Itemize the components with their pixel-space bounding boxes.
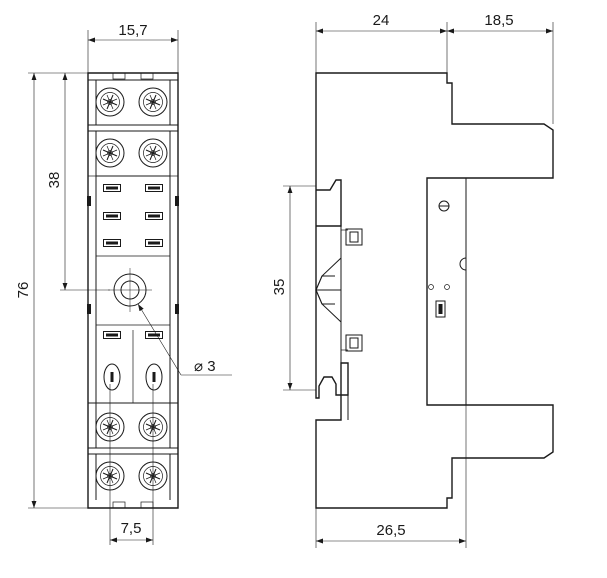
contact-slot-icon (103, 184, 121, 192)
front-view: 15,7 76 38 7,5 ⌀ 3 (15, 22, 232, 545)
indicator-slot-icon (435, 300, 446, 318)
screw-icon (95, 87, 125, 117)
side-view: 24 18,5 35 26,5 (271, 12, 554, 548)
rail-label: 35 (271, 279, 288, 296)
total-height-label: 76 (15, 282, 32, 299)
dimension-pitch: 7,5 (109, 384, 154, 545)
width-label: 15,7 (118, 22, 147, 39)
dimension-width: 15,7 (87, 22, 179, 73)
contact-slot-icon (103, 239, 121, 247)
extra-depth-label: 18,5 (484, 12, 513, 29)
coil-pin-icon (145, 363, 163, 391)
pitch-label: 7,5 (121, 520, 142, 537)
upper-height-label: 38 (46, 172, 63, 189)
hole-diameter-leader: ⌀ 3 (137, 303, 232, 376)
mounting-hole-icon (108, 268, 152, 312)
contact-slot-icon (145, 331, 163, 339)
contact-slot-icon (103, 331, 121, 339)
dimension-depth: 24 (315, 12, 448, 73)
socket-front-outline (87, 72, 179, 509)
coil-pin-icon (103, 363, 121, 391)
screw-head-icon (438, 200, 450, 212)
dimension-upper-height: 38 (46, 73, 110, 291)
contact-slot-icon (145, 184, 163, 192)
dimension-total-height: 76 (15, 72, 88, 509)
screw-icon (138, 87, 168, 117)
contact-slot-icon (145, 239, 163, 247)
dimension-rail: 35 (271, 185, 316, 391)
screw-icon (95, 138, 125, 168)
base-label: 26,5 (376, 522, 405, 539)
contact-slot-icon (103, 212, 121, 220)
contact-slot-icon (145, 212, 163, 220)
dimension-extra-depth: 18,5 (447, 12, 554, 124)
screw-icon (138, 138, 168, 168)
depth-label: 24 (373, 12, 390, 29)
hole-label: ⌀ 3 (194, 358, 216, 375)
dimension-base: 26,5 (315, 405, 467, 548)
socket-side-outline (315, 72, 554, 509)
